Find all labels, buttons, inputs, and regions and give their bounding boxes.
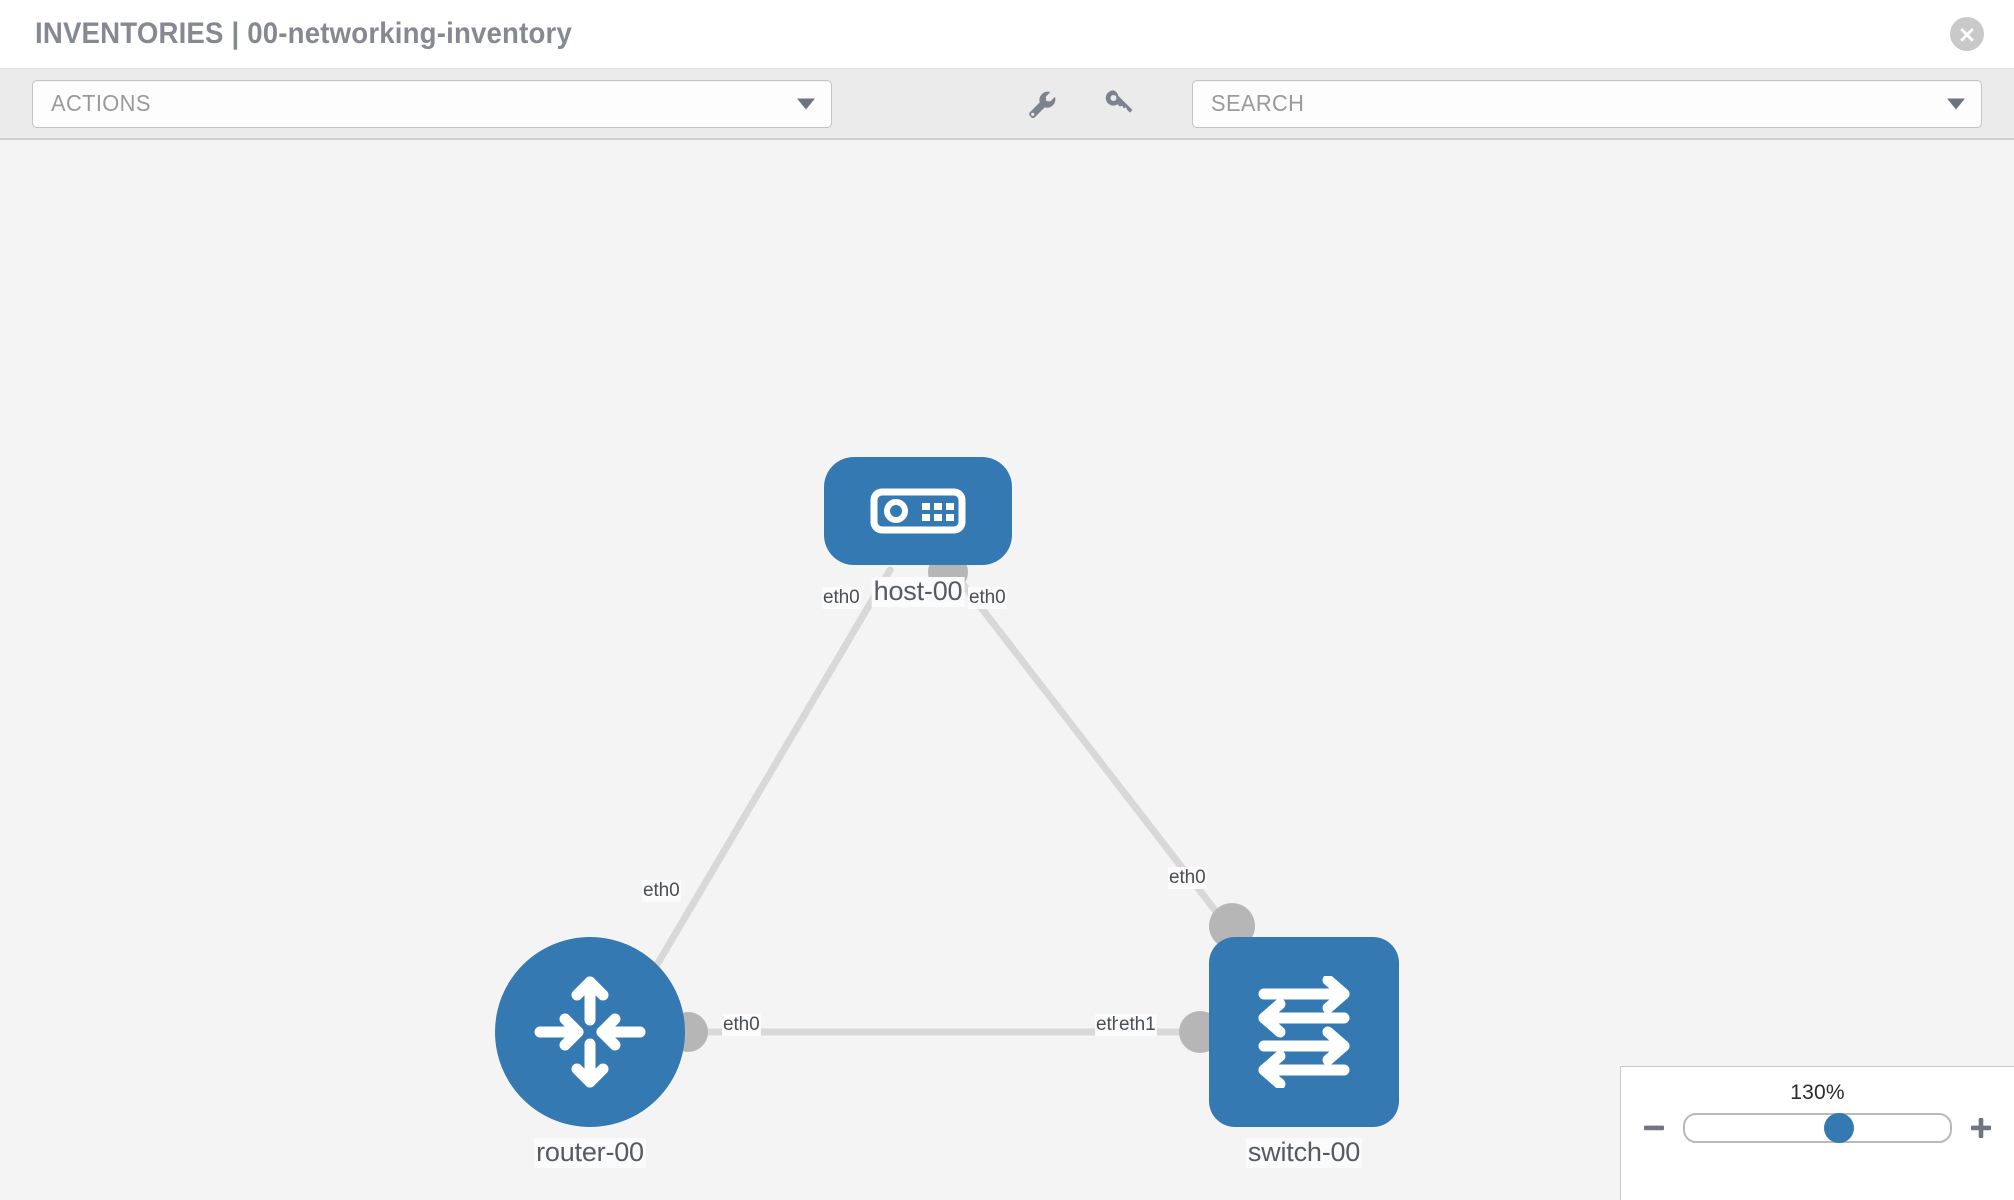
- port-label: eth0: [1168, 867, 1207, 889]
- host-icon[interactable]: [824, 457, 1012, 565]
- zoom-slider-track[interactable]: [1683, 1113, 1952, 1143]
- node-label: switch-00: [1245, 1137, 1363, 1168]
- topology-links-layer: [644, 566, 1242, 1036]
- node-label: router-00: [534, 1137, 646, 1168]
- actions-dropdown-label: ACTIONS: [51, 90, 151, 116]
- topology-canvas[interactable]: host-00 router-00 switch-00 eth0 eth0 eth0 et…: [0, 140, 2014, 1200]
- wrench-icon[interactable]: [1020, 83, 1062, 125]
- actions-dropdown[interactable]: ACTIONS: [32, 79, 832, 128]
- port-label: eth0: [822, 587, 861, 609]
- search-placeholder: SEARCH: [1211, 90, 1305, 116]
- close-icon[interactable]: [1950, 17, 1984, 51]
- page-title: INVENTORIES | 00-networking-inventory: [35, 17, 572, 50]
- port-label: eth0: [722, 1014, 761, 1036]
- port-label: eth: [1095, 1014, 1124, 1036]
- chevron-down-icon: [1947, 98, 1965, 109]
- zoom-slider-thumb[interactable]: [1823, 1113, 1854, 1143]
- toolbar: ACTIONS SEARCH: [0, 68, 2014, 140]
- zoom-slider-row: [1621, 1113, 2014, 1143]
- port-label: eth0: [968, 587, 1007, 609]
- plus-icon[interactable]: [1966, 1113, 1996, 1143]
- node-label: host-00: [871, 576, 965, 607]
- router-icon[interactable]: [495, 937, 685, 1127]
- chevron-down-icon: [797, 98, 815, 109]
- port-label: eth0: [642, 880, 681, 902]
- minus-icon[interactable]: [1639, 1113, 1669, 1143]
- switch-icon[interactable]: [1209, 937, 1399, 1127]
- port-label: eth1: [1118, 1014, 1157, 1036]
- topology-link[interactable]: [644, 566, 894, 984]
- toolbar-icon-group: [1020, 83, 1140, 125]
- zoom-level-value: 130%: [1790, 1081, 1845, 1104]
- key-icon[interactable]: [1098, 83, 1140, 125]
- titlebar: INVENTORIES | 00-networking-inventory: [0, 0, 2014, 68]
- search-input[interactable]: SEARCH: [1192, 79, 1982, 128]
- zoom-control-panel: 130%: [1620, 1066, 2014, 1200]
